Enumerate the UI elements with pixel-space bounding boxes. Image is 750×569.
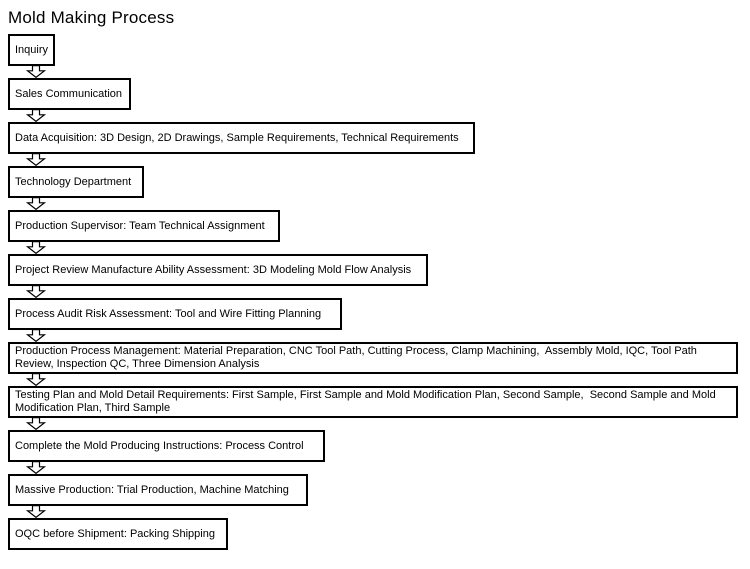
flow-step-label: Process Audit Risk Assessment: Tool and …: [15, 307, 322, 320]
flow-step-label: OQC before Shipment: Packing Shipping: [15, 527, 215, 540]
flow-step-label: Production Process Management: Material …: [15, 345, 700, 370]
down-arrow-icon: [25, 285, 47, 299]
flow-step-technology-department: Technology Department: [8, 166, 144, 211]
down-arrow-icon: [25, 109, 47, 123]
down-arrow-icon: [25, 329, 47, 343]
down-arrow-icon: [25, 373, 47, 387]
down-arrow-icon: [25, 65, 47, 79]
flow-step-testing-plan: Testing Plan and Mold Detail Requirement…: [8, 386, 738, 431]
flow-step-data-acquisition: Data Acquisition: 3D Design, 2D Drawings…: [8, 122, 475, 167]
down-arrow-icon: [25, 241, 47, 255]
down-arrow-icon: [25, 461, 47, 475]
flow-step-label: Technology Department: [15, 175, 132, 188]
flow-step-label: Sales Communication: [15, 87, 122, 100]
flow-step-producing-instructions: Complete the Mold Producing Instructions…: [8, 430, 325, 475]
flow-step-label: Project Review Manufacture Ability Asses…: [15, 263, 412, 276]
flow-step-label: Inquiry: [15, 43, 49, 56]
flow-step-project-review: Project Review Manufacture Ability Asses…: [8, 254, 428, 299]
flow-step-process-audit: Process Audit Risk Assessment: Tool and …: [8, 298, 342, 343]
down-arrow-icon: [25, 153, 47, 167]
flow-step-label: Production Supervisor: Team Technical As…: [15, 219, 265, 232]
flow-step-label: Data Acquisition: 3D Design, 2D Drawings…: [15, 131, 459, 144]
flow-step-sales-communication: Sales Communication: [8, 78, 131, 123]
flow-step-production-supervisor: Production Supervisor: Team Technical As…: [8, 210, 280, 255]
down-arrow-icon: [25, 197, 47, 211]
down-arrow-icon: [25, 417, 47, 431]
down-arrow-icon: [25, 505, 47, 519]
flowchart: Mold Making Process Inquiry Sales Commun…: [8, 8, 738, 550]
flow-step-label: Complete the Mold Producing Instructions…: [15, 439, 304, 452]
flow-step-massive-production: Massive Production: Trial Production, Ma…: [8, 474, 308, 519]
flow-step-production-process-management: Production Process Management: Material …: [8, 342, 738, 387]
flow-step-oqc-shipment: OQC before Shipment: Packing Shipping: [8, 518, 228, 550]
page-title: Mold Making Process: [8, 8, 175, 27]
flow-step-label: Testing Plan and Mold Detail Requirement…: [15, 389, 719, 414]
flow-step-label: Massive Production: Trial Production, Ma…: [15, 483, 289, 496]
flow-step-inquiry: Inquiry: [8, 34, 55, 79]
